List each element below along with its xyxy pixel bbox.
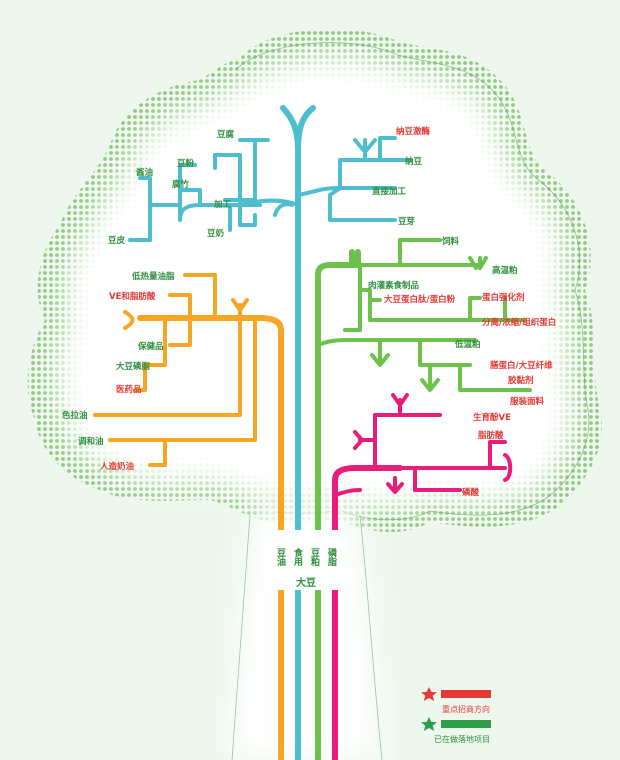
label-dietary-fiber: 膳蛋白/大豆纤维 <box>489 360 553 371</box>
legend: 重点招商方向 已在做落地项目 <box>421 687 491 744</box>
label-feed: 饲料 <box>441 236 460 247</box>
green-trunk <box>315 249 363 760</box>
label-phosphoric-acid: 磷酸 <box>462 487 480 498</box>
blue-left-main-2 <box>128 138 294 242</box>
label-blend-oil: 调和油 <box>78 436 104 447</box>
canopy <box>27 28 602 760</box>
trunk-label-food: 食用 <box>292 547 304 567</box>
label-fuzhu: 腐竹 <box>172 179 190 190</box>
green-upper <box>343 238 488 332</box>
legend-label-key-direction: 重点招商方向 <box>442 704 490 714</box>
label-fatty-acid: 脂肪酸 <box>477 430 504 441</box>
label-doufu: 豆腐 <box>217 129 235 140</box>
label-isolated-protein: 分离/浓缩/组织蛋白 <box>482 317 556 328</box>
label-douya: 豆芽 <box>398 216 416 227</box>
label-doufen: 豆粉 <box>177 158 195 169</box>
label-meat-veg: 肉灌素食制品 <box>368 280 420 291</box>
label-doupi: 豆皮 <box>108 235 126 246</box>
legend-green-bar <box>441 720 491 728</box>
root-label-soybean: 大豆 <box>296 576 316 589</box>
blue-trunk <box>280 105 316 760</box>
label-jiagong: 加工 <box>213 199 232 210</box>
label-dounai: 豆奶 <box>207 228 225 239</box>
root-label-box <box>272 572 338 590</box>
blue-right-main <box>296 136 412 222</box>
label-low-cal-oil: 低热量油脂 <box>131 271 175 282</box>
label-salad-oil: 色拉油 <box>62 410 88 421</box>
label-adhesive: 胶黏剂 <box>508 375 534 386</box>
legend-label-landed: 已在做落地项目 <box>434 734 490 744</box>
label-margarine: 人造奶油 <box>100 461 134 472</box>
label-low-temp-meal: 低温粕 <box>454 339 481 350</box>
orange-branches <box>93 273 257 467</box>
trunk-label-meal: 豆粕 <box>309 548 320 567</box>
branch-lines <box>93 105 532 760</box>
star-icon <box>421 717 437 731</box>
trunk-outline <box>231 514 383 760</box>
blue-left-main <box>178 138 300 227</box>
pink-trunk <box>332 465 403 760</box>
pink-branches <box>333 393 513 497</box>
label-protein-fortifier: 蛋白强化剂 <box>482 292 525 303</box>
label-soy-peptide: 大豆蛋白肽/蛋白粉 <box>384 294 456 305</box>
label-jiangyou: 酱油 <box>136 167 153 178</box>
label-medicine: 医药品 <box>116 384 142 395</box>
trunk-label-oil: 豆油 <box>275 548 286 567</box>
label-ve-fatty-acid: VE和脂肪酸 <box>109 291 156 302</box>
canopy-glow <box>56 57 573 508</box>
label-direct-process: 直接加工 <box>372 186 407 197</box>
trunk-label-box <box>272 530 338 578</box>
label-tocopherol: 生育酚VE <box>473 412 511 423</box>
orange-trunk <box>137 315 284 760</box>
trunk-glow <box>230 505 380 760</box>
label-soy-lecithin: 大豆磷脂 <box>116 361 151 372</box>
label-natto: 纳豆 <box>405 156 423 167</box>
label-nattokinase: 纳豆激酶 <box>396 126 431 137</box>
star-icon <box>421 687 437 701</box>
canopy-outline <box>234 42 590 521</box>
label-health-products: 保健品 <box>137 341 164 352</box>
label-fabric: 服装面料 <box>510 396 545 407</box>
trunk-label-lecithin: 磷脂 <box>326 547 338 567</box>
legend-red-bar <box>441 690 491 698</box>
label-high-temp-meal: 高温粕 <box>492 265 518 276</box>
green-lower <box>316 296 532 392</box>
